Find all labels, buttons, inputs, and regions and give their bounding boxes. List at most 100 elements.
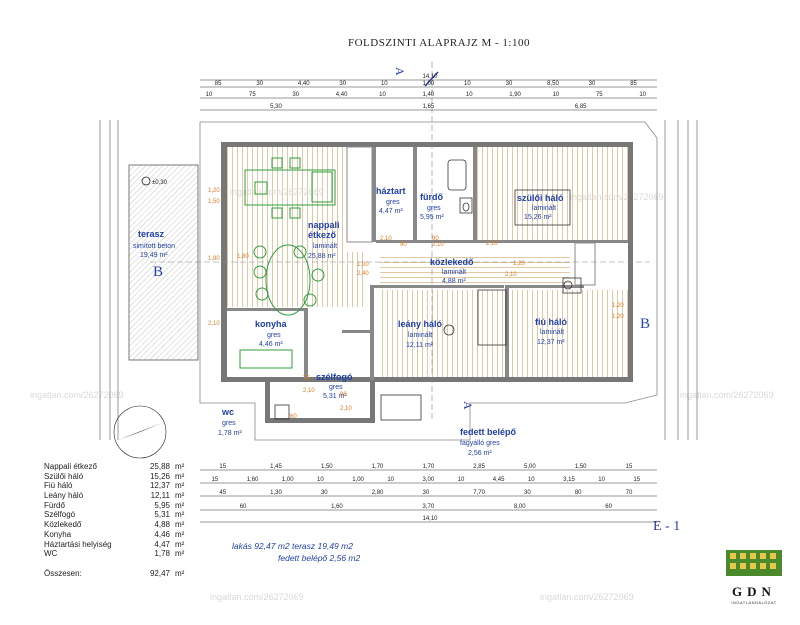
dimension-label: 75: [249, 92, 256, 98]
dimension-label: 60: [605, 504, 612, 510]
opening-dimension: 90: [432, 236, 439, 242]
svg-text:közlekedő: közlekedő: [430, 257, 474, 267]
level-marker-icon: [141, 176, 151, 186]
dimension-label: 14,10: [423, 74, 439, 80]
area-value: 1,78: [154, 549, 170, 559]
svg-text:háztart: háztart: [376, 186, 406, 196]
dimension-label: 1,45: [270, 464, 282, 470]
elevation-mark: E - 1: [653, 519, 680, 534]
dimension-label: 4,45: [493, 477, 505, 483]
svg-text:25,88 m²: 25,88 m²: [308, 253, 336, 260]
dimension-label: 10: [381, 81, 388, 87]
svg-text:wc: wc: [221, 407, 234, 417]
svg-text:laminált: laminált: [313, 243, 337, 250]
svg-text:gres: gres: [329, 384, 343, 391]
area-name: Háztartási helyiség: [44, 539, 112, 549]
dimension-label: 3,15: [563, 477, 575, 483]
dimension-label: 30: [292, 92, 299, 98]
north-arrow-icon: [113, 405, 167, 459]
opening-dimension: 2,10: [380, 236, 392, 242]
room-label-boys-room: fiú háló laminált 12,37 m²: [535, 317, 567, 346]
room-label-terrace: terasz simított beton 19,49 m²: [133, 229, 175, 259]
section-a-top: A: [393, 67, 407, 76]
dimension-label: 2,80: [372, 490, 384, 496]
room-label-kitchen: konyha gres 4,46 m²: [255, 319, 288, 348]
section-a-bottom: A: [461, 401, 475, 410]
area-name: Fiú háló: [44, 481, 73, 491]
area-name: Leány háló: [44, 491, 84, 501]
dimension-label: 30: [589, 81, 596, 87]
svg-text:simított beton: simított beton: [133, 243, 175, 250]
svg-text:laminált: laminált: [532, 205, 556, 212]
floor-boy: [510, 290, 628, 377]
svg-text:fürdő: fürdő: [420, 192, 443, 202]
opening-dimension: 1,20: [208, 188, 220, 194]
dimension-label: 15: [633, 477, 640, 483]
opening-dimension: 90: [400, 242, 407, 248]
svg-text:gres: gres: [386, 199, 400, 206]
dimension-label: 1,00: [282, 477, 294, 483]
svg-text:terasz: terasz: [138, 229, 165, 239]
svg-text:4,88 m²: 4,88 m²: [442, 278, 466, 285]
dimension-label: 1,30: [270, 490, 282, 496]
floor-hall: [380, 255, 570, 285]
area-value: 12,11: [150, 491, 170, 501]
dimension-label: 10: [553, 92, 560, 98]
dimension-label: 10: [464, 81, 471, 87]
dimension-label: 30: [423, 490, 430, 496]
dimension-label: 7,70: [473, 490, 485, 496]
dimension-label: 10: [387, 477, 394, 483]
opening-dimension: 1,80: [237, 254, 249, 260]
dimension-label: 85: [630, 81, 637, 87]
fixtures: [274, 159, 582, 421]
svg-text:szélfogó: szélfogó: [316, 372, 353, 382]
dimension-label: 3,70: [423, 504, 435, 510]
summary-line-1: lakás 92,47 m2 terasz 19,49 m2: [232, 541, 353, 551]
opening-dimension: 90: [340, 392, 347, 398]
dimension-label: 45: [219, 490, 226, 496]
terrace-slab: [128, 164, 199, 361]
opening-dimension: 2,10: [505, 272, 517, 278]
area-unit: m²: [175, 510, 185, 520]
dimension-label: 1,90: [509, 92, 521, 98]
area-value: 25,88: [149, 462, 170, 471]
area-total-row: Összesen: 92,47 m²: [44, 569, 195, 579]
opening-dimension: 2,10: [486, 241, 498, 247]
room-label-utility: háztart gres 4,47 m²: [376, 186, 406, 215]
floor-living-2: [227, 252, 367, 307]
floor-girl: [378, 290, 506, 377]
area-summary: lakás 92,47 m2 terasz 19,49 m2 fedett be…: [232, 540, 360, 564]
dimension-label: 1,50: [575, 464, 587, 470]
dimension-label: 10: [466, 92, 473, 98]
svg-text:4,47 m²: 4,47 m²: [379, 208, 403, 215]
area-name: Szülői háló: [44, 471, 84, 481]
dimension-label: 3,00: [423, 477, 435, 483]
area-unit: m²: [175, 481, 185, 491]
dimension-label: 15: [219, 464, 226, 470]
dimension-label: 1,00: [352, 477, 364, 483]
dimension-label: 10: [317, 477, 324, 483]
svg-text:fagyálló gres: fagyálló gres: [460, 440, 500, 447]
logo-subtitle: INGATLANHÁLÓZAT: [731, 600, 777, 605]
svg-text:12,11 m²: 12,11 m²: [406, 342, 434, 349]
area-unit: m²: [175, 549, 185, 559]
dimension-label: 1,40: [423, 92, 435, 98]
dim-top: [200, 79, 657, 111]
section-b-left: B: [153, 264, 163, 280]
area-unit: m²: [175, 500, 185, 510]
svg-text:fedett belépő: fedett belépő: [460, 427, 517, 437]
svg-text:15,26 m²: 15,26 m²: [524, 214, 552, 221]
svg-text:1,78 m²: 1,78 m²: [218, 430, 242, 437]
dimension-label: 10: [598, 477, 605, 483]
area-unit: m²: [175, 520, 185, 530]
dimension-label: 10: [528, 477, 535, 483]
area-value: 5,31: [154, 510, 170, 520]
area-total-unit: m²: [175, 568, 185, 578]
opening-dimension: 2,10: [340, 406, 352, 412]
svg-text:12,37 m²: 12,37 m²: [537, 339, 565, 346]
